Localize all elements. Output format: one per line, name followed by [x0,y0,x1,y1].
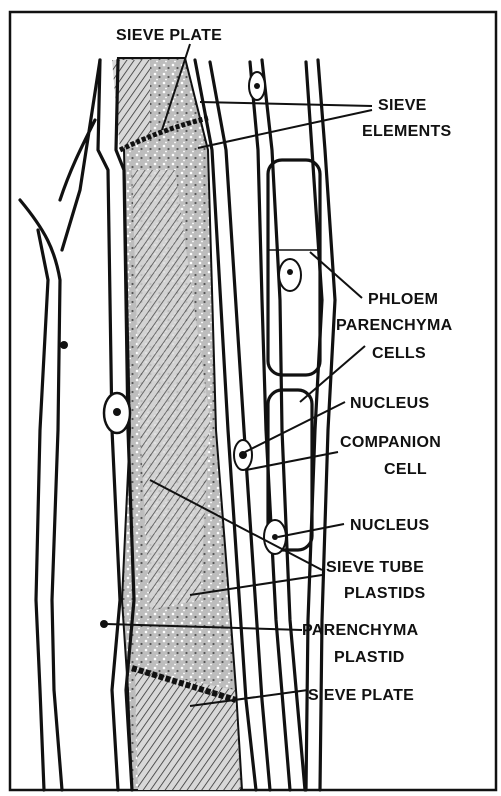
left-parenchyma-cell-inner [36,230,48,790]
label-phloem-line3: CELLS [372,345,426,362]
leader-sieve-elements-b [198,110,372,148]
nucleus-phloem-parenchyma-dot [287,269,293,275]
label-sieve-plate-bottom: SIEVE PLATE [308,687,414,704]
label-phloem-line1: PHLOEM [368,291,438,308]
label-parenchyma-plastid-line2: PLASTID [334,649,405,666]
right-column-wall-c [250,62,290,790]
label-sieve-tube-line2: PLASTIDS [344,585,426,602]
label-nucleus-1: NUCLEUS [350,395,429,412]
leader-companion-cell [246,452,338,470]
nucleus-left-cell-dot [113,408,121,416]
nucleus-lower-right-dot [272,534,278,540]
label-companion-line2: CELL [384,461,427,478]
label-sieve-tube-line1: SIEVE TUBE [326,559,424,576]
label-sieve-elements-line2: ELEMENTS [362,123,452,140]
leader-sieve-elements-a [200,102,372,106]
label-parenchyma-plastid-line1: PARENCHYMA [302,622,419,639]
leader-nucleus-1 [245,402,345,452]
left-cell-plastid-dot [60,341,68,349]
nucleus-upper-right-dot [254,83,260,89]
label-nucleus-2: NUCLEUS [350,517,429,534]
left-branching-wall [60,60,100,250]
label-phloem-line2: PARENCHYMA [336,317,453,334]
label-companion-line1: COMPANION [340,434,441,451]
label-sieve-elements-line1: SIEVE [378,97,427,114]
label-sieve-plate-top: SIEVE PLATE [116,27,222,44]
